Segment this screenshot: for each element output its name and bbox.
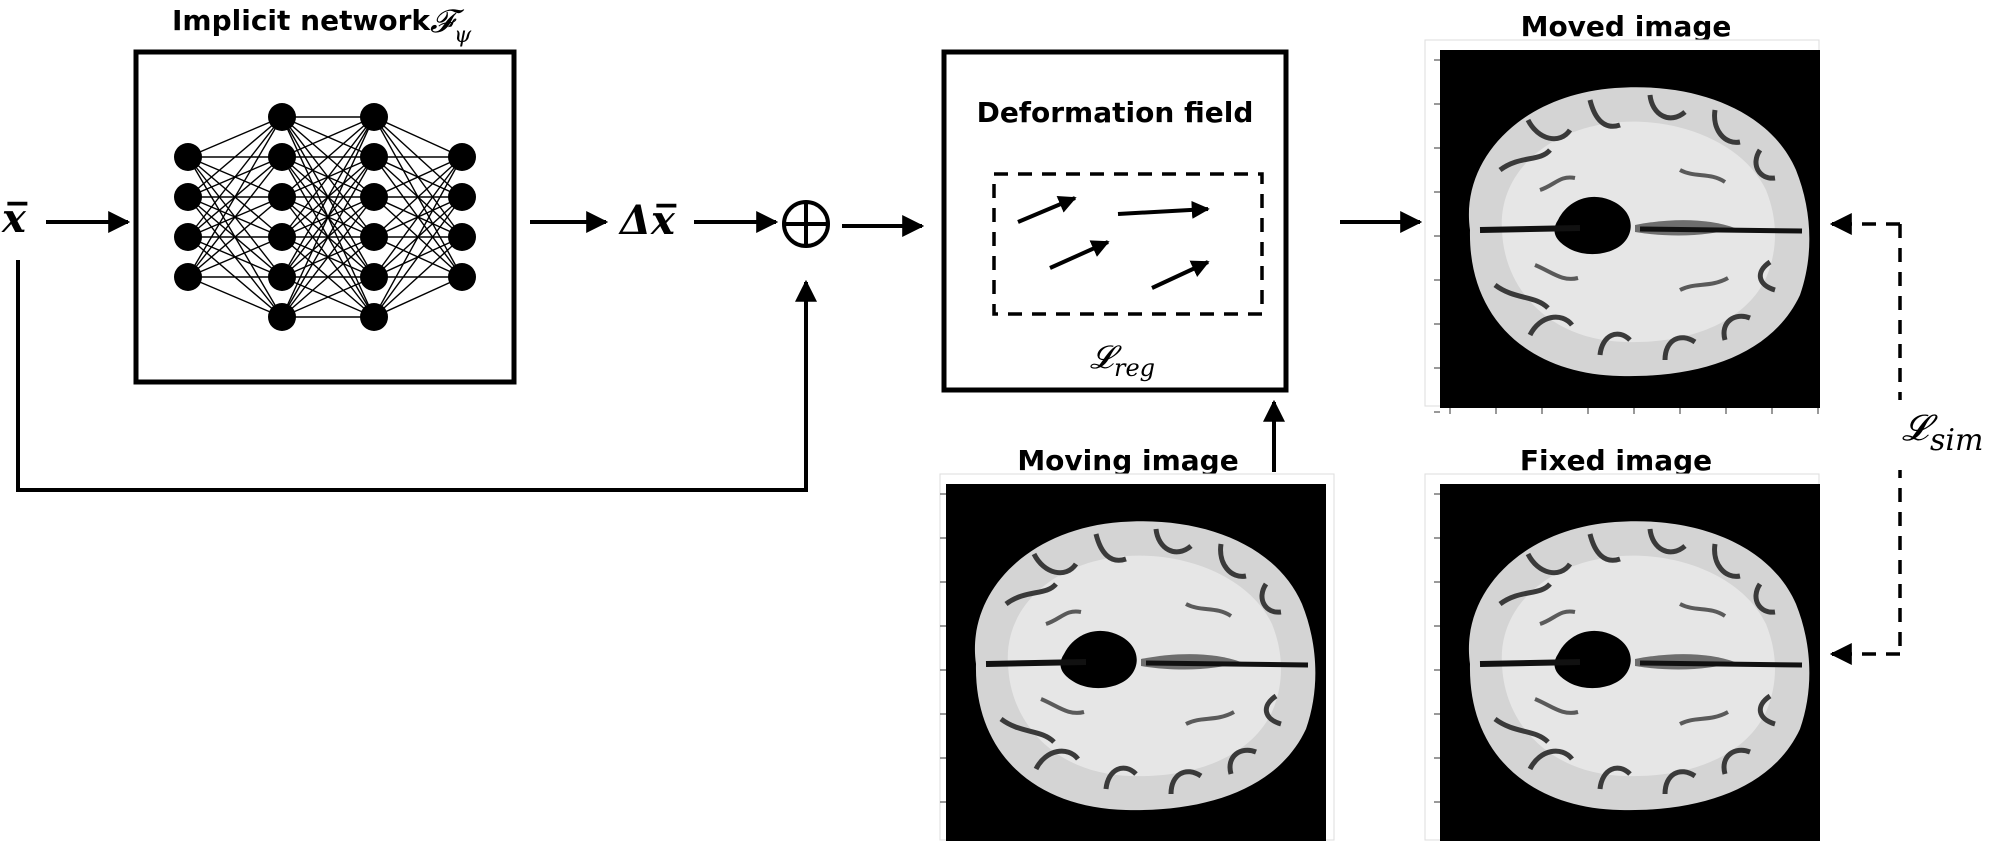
network-node xyxy=(268,103,296,131)
input-x-symbol: x̅ xyxy=(1,195,27,242)
skip-connection-arrow xyxy=(16,260,817,492)
network-edge xyxy=(281,236,375,318)
deformation-vector-4 xyxy=(1151,260,1210,290)
network-edge xyxy=(187,236,283,278)
network-node xyxy=(360,223,388,251)
sim-loss-sub: sim xyxy=(1930,423,1983,458)
network-node xyxy=(448,143,476,171)
network-node xyxy=(174,143,202,171)
network-edge xyxy=(373,156,463,278)
network-edge xyxy=(281,116,375,238)
network-edges xyxy=(187,116,463,318)
network-node xyxy=(448,223,476,251)
fixed-image xyxy=(1440,484,1820,841)
network-node xyxy=(360,183,388,211)
network-node xyxy=(174,263,202,291)
network-edge xyxy=(187,196,283,278)
moved-image-ticks xyxy=(1434,59,1819,414)
network-edge xyxy=(281,276,375,318)
network-edge xyxy=(373,236,463,318)
network-box xyxy=(133,49,517,385)
network-edge xyxy=(281,116,375,198)
network-node xyxy=(448,183,476,211)
network-edge xyxy=(187,116,283,158)
network-edge xyxy=(281,196,375,318)
network-node xyxy=(360,143,388,171)
fixed-image-title: Fixed image xyxy=(1520,444,1712,477)
deformation-field-region xyxy=(992,172,1264,316)
network-node xyxy=(174,223,202,251)
network-node xyxy=(268,183,296,211)
network-edge xyxy=(373,156,463,318)
deformation-vector-2 xyxy=(1117,200,1210,219)
network-edge xyxy=(373,196,463,318)
moving-image-title: Moving image xyxy=(1017,444,1238,477)
network-node xyxy=(268,263,296,291)
network-edge xyxy=(373,156,463,198)
deformation-field-box xyxy=(941,49,1289,393)
network-node xyxy=(448,263,476,291)
network-edge xyxy=(281,116,375,158)
network-edge xyxy=(281,116,375,278)
network-nodes xyxy=(174,103,476,331)
network-edge xyxy=(373,156,463,238)
network-edge xyxy=(187,276,283,318)
network-edge xyxy=(281,156,375,318)
network-node xyxy=(174,183,202,211)
moved-image-title: Moved image xyxy=(1521,10,1732,43)
network-edge xyxy=(187,156,283,278)
network-edge xyxy=(187,116,283,198)
sum-operator xyxy=(782,200,830,248)
moving-image-ticks xyxy=(940,493,946,803)
deformation-vector-1 xyxy=(1017,195,1077,224)
reg-loss-sub: reg xyxy=(1114,354,1155,382)
fixed-image-ticks xyxy=(1434,493,1440,803)
deformation-vector-3 xyxy=(1049,240,1110,270)
deformation-field-title: Deformation field xyxy=(977,96,1254,129)
network-node xyxy=(268,303,296,331)
network-title: Implicit network xyxy=(172,4,431,37)
network-node xyxy=(360,303,388,331)
network-edge xyxy=(281,116,375,318)
network-edge xyxy=(187,116,283,278)
moving-image xyxy=(946,484,1326,841)
network-edge xyxy=(373,276,463,318)
moved-image xyxy=(1440,50,1820,408)
network-node xyxy=(268,143,296,171)
network-title-math-sub: ψ xyxy=(454,23,472,48)
network-edge xyxy=(187,116,283,238)
network-node xyxy=(360,263,388,291)
network-node xyxy=(360,103,388,131)
network-node xyxy=(268,223,296,251)
network-edge xyxy=(373,116,463,158)
delta-x-symbol: Δx̅ xyxy=(618,197,676,244)
deformation-vectors xyxy=(1017,195,1210,290)
